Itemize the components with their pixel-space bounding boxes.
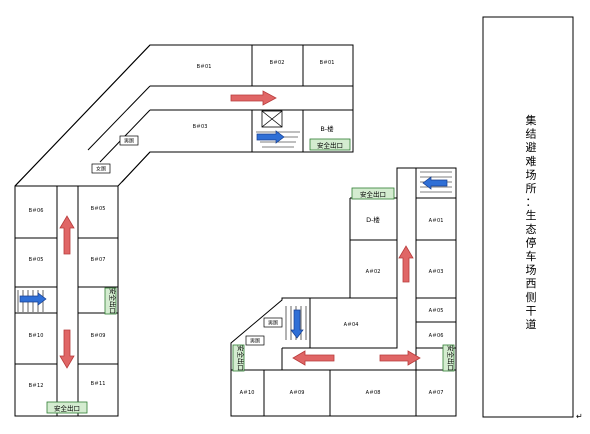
building-label: B-楼 [320, 124, 334, 133]
evacuation-arrow [292, 350, 335, 366]
svg-text:安全出口: 安全出口 [360, 190, 386, 199]
restroom-sign: 男厕 [263, 317, 283, 328]
svg-text:安全出口: 安全出口 [237, 345, 246, 371]
room-label: A＃03 [429, 269, 444, 275]
room-label: A＃07 [429, 390, 444, 396]
evacuation-arrow [290, 309, 304, 339]
exit-sign: 安全出口 [442, 344, 456, 372]
svg-text:女厕: 女厕 [96, 166, 106, 173]
svg-text:安全出口: 安全出口 [54, 404, 80, 413]
exit-sign: 安全出口 [46, 401, 88, 414]
assembly-area-char: ： [526, 196, 537, 209]
room-label: A＃04 [344, 322, 359, 328]
assembly-area-char: 场 [526, 167, 537, 181]
room-label: B＃09 [91, 333, 106, 339]
assembly-area-char: 车 [526, 249, 537, 263]
evacuation-arrow [379, 350, 421, 366]
room-label: B＃01 [320, 60, 335, 66]
room-label: A＃06 [429, 333, 444, 339]
room-label: B＃01 [197, 64, 212, 70]
room-label: B＃05 [29, 257, 44, 263]
evacuation-arrow [398, 245, 414, 283]
restroom-sign: 男厕 [119, 135, 139, 146]
assembly-area-char: 集 [526, 113, 537, 127]
svg-text:安全出口: 安全出口 [447, 345, 456, 371]
paragraph-mark: ↵ [576, 412, 583, 421]
svg-text:安全出口: 安全出口 [109, 288, 118, 314]
evacuation-arrow [230, 90, 277, 106]
room-label: B＃05 [91, 206, 106, 212]
evacuation-arrow [19, 292, 47, 306]
assembly-area-char: 结 [526, 128, 537, 141]
assembly-area-char: 干 [526, 304, 537, 317]
assembly-area-char: 难 [526, 155, 537, 168]
assembly-area-char: 停 [526, 235, 537, 249]
room-label: A＃02 [366, 269, 381, 275]
room-label: B＃11 [91, 381, 106, 387]
room-label: B＃10 [29, 333, 44, 339]
room-label: A＃09 [290, 390, 305, 396]
building-a: A＃01 A＃02 A＃03 A＃04 A＃05 A＃06 A＃07 A＃08 … [230, 167, 457, 417]
evacuation-arrow [59, 329, 75, 369]
svg-text:男厕: 男厕 [250, 339, 260, 345]
svg-text:安全出口: 安全出口 [317, 141, 343, 150]
exit-sign: 安全出口 [351, 187, 395, 200]
room-label: A＃05 [429, 308, 444, 314]
room-label: A＃01 [429, 218, 444, 224]
restroom-sign: 女厕 [91, 163, 111, 174]
assembly-area-char: 态 [526, 223, 537, 236]
room-label: B＃07 [91, 257, 106, 263]
svg-text:男厕: 男厕 [124, 139, 134, 145]
evacuation-arrow [59, 215, 75, 255]
building-b-corridor-wall [87, 85, 353, 163]
assembly-area-char: 西 [526, 277, 537, 290]
evacuation-arrow [422, 176, 448, 190]
building-label: D-楼 [366, 215, 380, 224]
building-b: B＃01 B＃02 B＃01 B＃03 B＃06 B＃05 B＃05 B＃07 … [14, 44, 354, 417]
room-label: A＃10 [240, 390, 255, 396]
assembly-area-char: 场 [526, 263, 537, 277]
room-label: B＃12 [29, 383, 44, 389]
room-label: B＃02 [270, 60, 285, 66]
room-label: A＃08 [366, 390, 381, 396]
assembly-area-char: 避 [526, 140, 537, 154]
exit-sign: 安全出口 [309, 138, 351, 151]
assembly-area-char: 所 [526, 182, 537, 195]
restroom-sign: 男厕 [245, 335, 265, 346]
room-label: B＃06 [29, 208, 44, 214]
exit-sign: 安全出口 [104, 287, 118, 315]
evacuation-arrow [256, 130, 285, 144]
assembly-area-char: 道 [526, 317, 537, 331]
svg-text:男厕: 男厕 [268, 321, 278, 327]
assembly-area-char: 侧 [526, 291, 537, 304]
assembly-area-char: 生 [526, 208, 537, 222]
building-a-outline [230, 167, 457, 417]
exit-sign: 安全出口 [232, 344, 246, 372]
room-label: B＃03 [193, 124, 208, 130]
assembly-area-box [482, 16, 574, 418]
